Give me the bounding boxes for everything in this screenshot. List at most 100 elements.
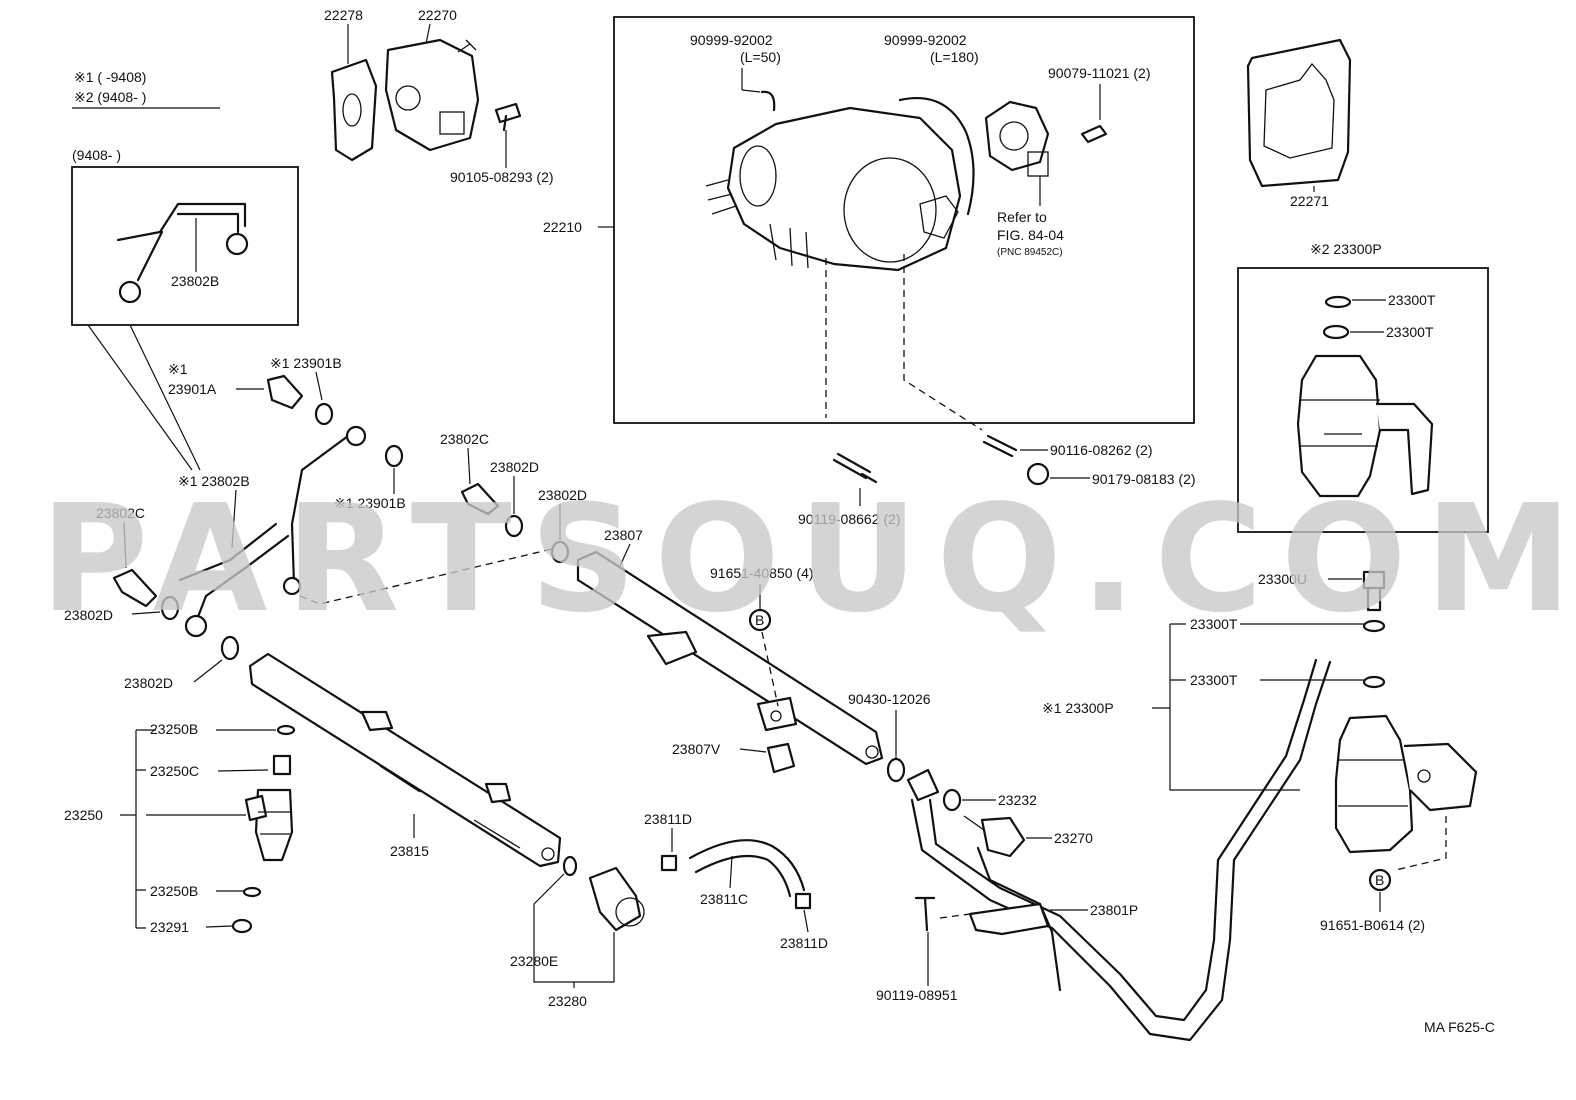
throttle-body-22210 [726,106,962,272]
throttle-frame [613,16,1195,424]
throttle-fasteners: 90116-08262 (2) 90179-08183 (2) 90119-08… [798,434,1196,527]
label-90119-bottom: 90119-08951 [876,987,958,1003]
union-23901A [266,374,304,410]
label-23300P-1: ※1 23300P [1042,700,1114,716]
screw-90079 [1080,124,1108,144]
label-23811D-a: 23811D [644,811,692,827]
label-91651-a: 91651-40850 (4) [710,565,814,581]
pipe-upper-union [282,576,302,596]
label-22271: 22271 [1290,193,1329,209]
leader-23291 [205,925,233,928]
inset-union-left [118,280,142,304]
regulator-body-2 [1296,354,1382,498]
bracket-23801P [968,902,1050,936]
bolt-23802C-mid [460,482,500,516]
label-23250B-bot: 23250B [150,883,198,899]
throttle-sensor-plug [1027,151,1049,177]
bolt-90105 [494,102,522,132]
stud-90116 [982,434,1018,458]
gasket-23232 [942,788,962,812]
valve-23270 [980,816,1026,858]
label-23280E: 23280E [510,953,558,969]
delivery-pipe-23807: 23807 91651-40850 (4) B 23807V [576,527,884,774]
refer-line-3: (PNC 89452C) [997,247,1063,258]
leader-23811C [729,855,733,889]
label-22210: 22210 [543,219,582,235]
inset-box: (9408- ) 23802B [71,147,299,471]
ref-b-top [748,608,772,632]
label-90105: 90105-08293 (2) [450,169,554,185]
bolt-90119-top [832,452,878,484]
label-90999-long: 90999-92002 [884,32,967,48]
rail-23807-boss-1 [646,630,698,666]
mark-23901A: ※1 [168,361,188,377]
seal-23291 [231,918,253,934]
leader-23807 [619,543,631,567]
inset-date: (9408- ) [72,147,121,163]
left-fuel-lines: ※1 23901A ※1 23901B ※1 23901B ※1 23802B … [64,355,557,691]
gasket-23802D-mid1 [504,514,524,538]
gasket-23802D-left2 [220,635,240,661]
leader-23280 [533,873,615,983]
leader-23802C-mid [467,447,471,485]
damper-23280-cap [615,897,645,927]
leader-23807V [739,748,767,753]
hose-90999-short [760,90,776,112]
pipe-upper-end [345,425,367,447]
regulator-body-1-ribs [1338,759,1408,807]
leader-23250C [217,769,269,772]
leader-22270 [425,23,431,45]
throttle-spring [705,179,737,215]
bracket-23250 [120,729,156,929]
bolt-23300U [1362,570,1386,612]
regulator-body-2-ribs [1300,399,1380,447]
regulator-body-1 [1334,714,1414,854]
throttle-sensor-rotor [999,121,1029,151]
throttle-linkage [769,223,809,269]
valve-22270-connector [439,111,465,135]
throttle-lever [739,145,777,207]
label-23815: 23815 [390,843,429,859]
group-22270: 22278 22270 90105-08293 (2) [324,7,554,185]
ref-b-right-letter: B [1375,872,1384,888]
rail-23815-boss-2 [484,782,512,804]
regulator-bracket-2 [1376,402,1434,496]
damper-23280: 23280E 23280 [510,855,645,1009]
label-23280: 23280 [548,993,587,1009]
throttle-bore [843,157,937,263]
label-90999-short: 90999-92002 [690,32,773,48]
label-91651-b: 91651-B0614 (2) [1320,917,1425,933]
label-23250C: 23250C [150,763,199,779]
label-23802C-left: 23802C [96,505,145,521]
dash-90119-bottom [939,913,971,919]
label-23802B-inset: 23802B [171,273,219,289]
label-23270: 23270 [1054,830,1093,846]
damper-23280 [588,866,642,932]
label-23300T-c: 23300T [1190,616,1238,632]
label-90079: 90079-11021 (2) [1048,65,1150,81]
rail-23815-ports [379,765,521,849]
oring-23250B-top [276,724,296,736]
bracket-23300P-1 [1152,623,1300,791]
label-90999-long-len: (L=180) [930,49,979,65]
label-90430: 90430-12026 [848,691,931,707]
gasket-23802D-mid2 [550,540,570,564]
valve-23270-nipple [963,815,985,831]
rail-23815-boss-1 [360,710,394,732]
leader-23802D-left2 [193,659,223,683]
rail-23815-end [541,847,555,861]
injector-bands [258,811,292,835]
hose-90999-long [898,96,975,216]
dash-ref-b-right [1395,816,1447,871]
injector-connector [244,794,268,822]
middle-fittings: 23802C 23802D 23802D [440,431,587,564]
label-23250B-top: 23250B [150,721,198,737]
label-23802B: ※1 23802B [178,473,250,489]
insulator-23807V [766,742,796,774]
regulator-box-2: ※2 23300P 23300T 23300T [1237,241,1489,533]
label-23300P-2: ※2 23300P [1310,241,1382,257]
oring-23300T-b [1322,324,1350,340]
inset-pipe-branch [136,230,164,282]
dash-ref-b [761,631,779,707]
delivery-pipe-23815: 23815 [248,652,562,868]
